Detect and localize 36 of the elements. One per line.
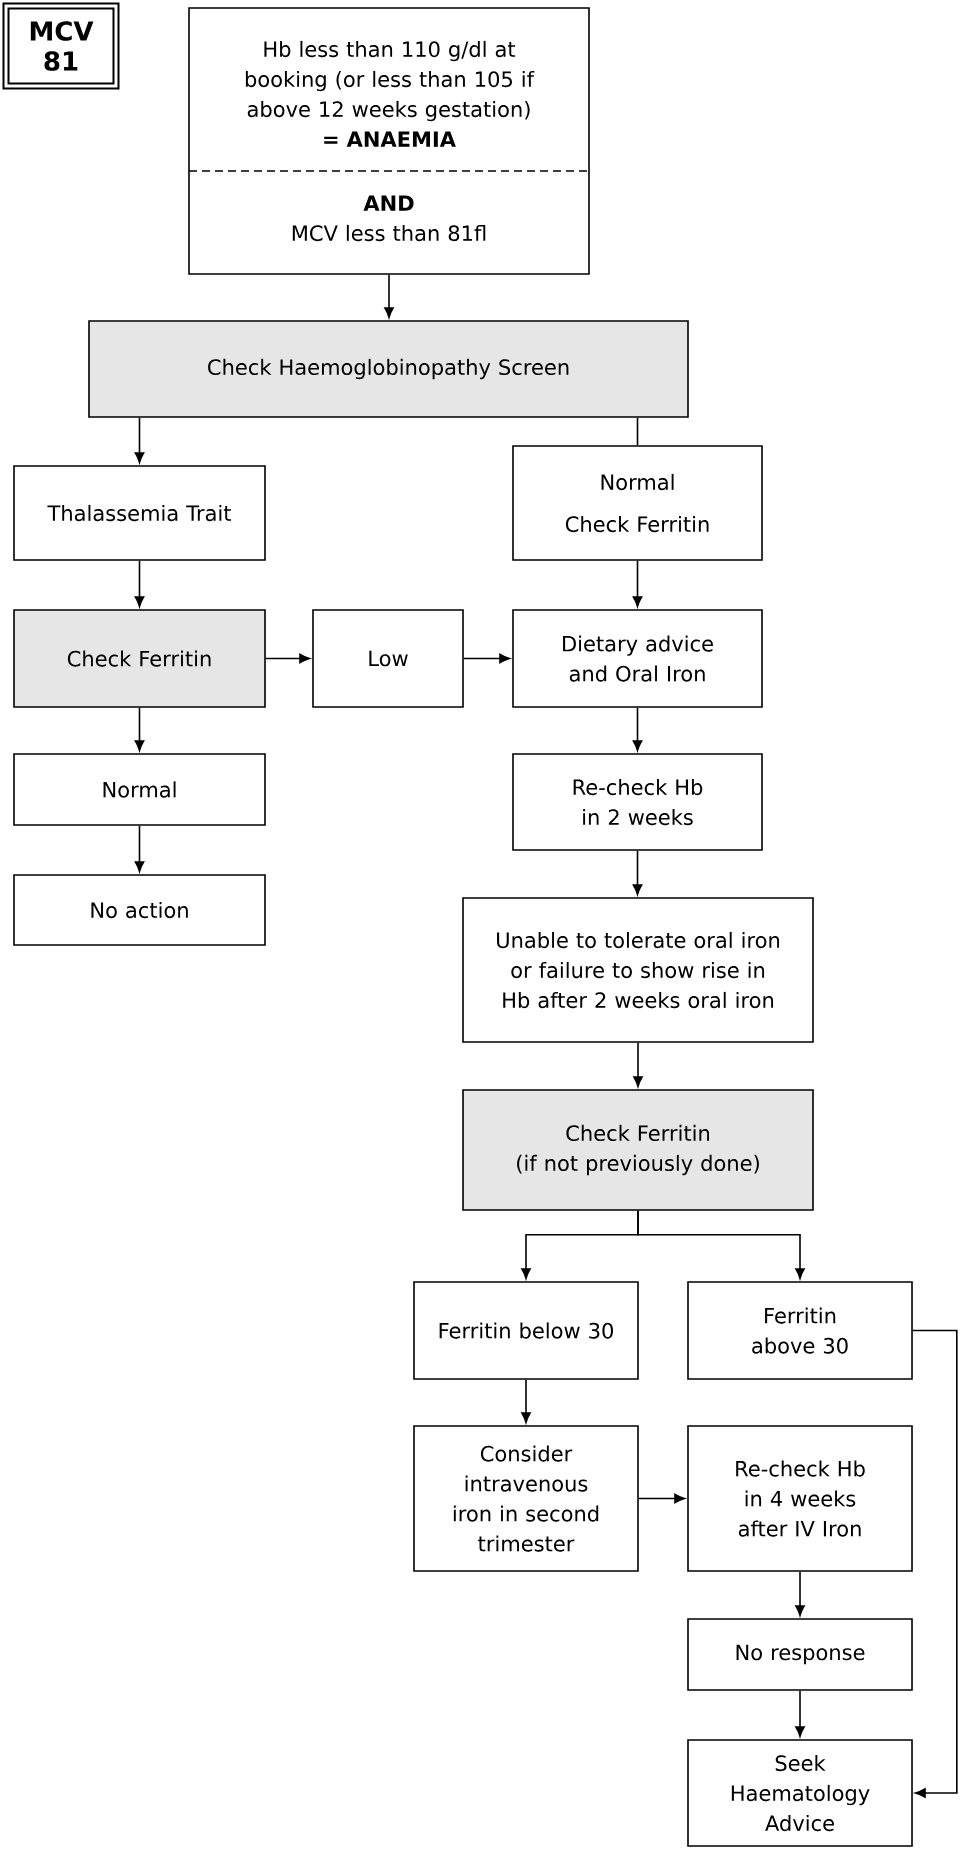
arrow [912,1329,958,1798]
arrow [463,653,511,664]
process-box: Check Ferritin [13,609,266,708]
process-box: Ferritin below 30 [413,1281,639,1380]
process-box: Unable to tolerate oral iron or failure to show rise in Hb after 2 weeks oral iron [462,897,814,1043]
process-box: Normal [13,753,266,826]
process-box: Check Ferritin (if not previously done) [462,1089,814,1211]
arrow [384,274,394,319]
process-box: Thalassemia Trait [13,465,266,561]
arrow [632,707,643,752]
process-box: Seek Haematology Advice [687,1739,913,1847]
arrow [632,850,643,896]
process-box: Re-check Hb in 4 weeks after IV Iron [687,1425,913,1572]
arrow [521,1379,531,1424]
arrow [637,1210,805,1280]
arrow [134,417,145,464]
process-box: Consider intravenous iron in second trimester [413,1425,639,1572]
process-box: Low [312,609,464,708]
process-box: Normal Check Ferritin [512,445,763,561]
process-box: No response [687,1618,913,1691]
arrow [134,825,145,873]
arrow [795,1690,805,1738]
arrow [265,653,311,664]
title-box: MCV 81 [2,2,120,90]
process-box: No action [13,874,266,946]
process-box: Re-check Hb in 2 weeks [512,753,763,851]
arrow [638,1493,686,1504]
arrow [134,560,145,608]
arrow [134,707,145,752]
arrow [632,560,643,608]
process-box: Dietary advice and Oral Iron [512,609,763,708]
arrow [633,1042,643,1088]
criteria-box: Hb less than 110 g/dl at booking (or less than 105 if above 12 weeks gestation) = ANAEMIA AND MCV less than 81fl [188,7,590,275]
process-box: Ferritin above 30 [687,1281,913,1380]
process-box: Check Haemoglobinopathy Screen [88,320,689,418]
arrow [795,1571,805,1617]
